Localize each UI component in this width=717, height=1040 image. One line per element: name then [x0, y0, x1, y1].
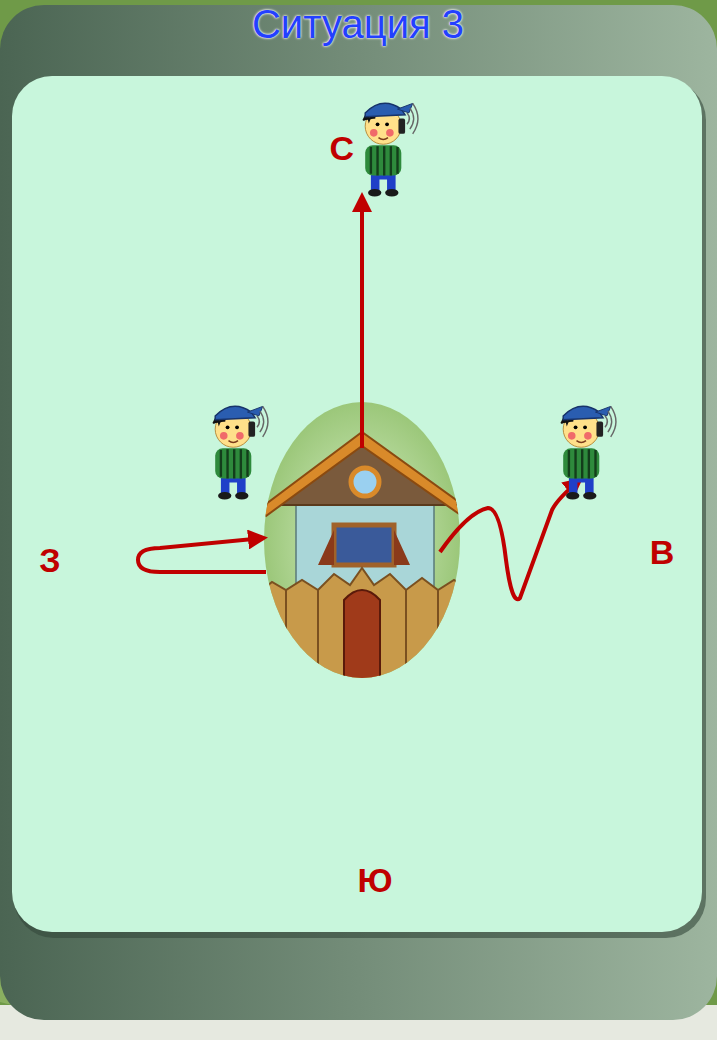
round-window	[351, 468, 379, 496]
fence-boards	[286, 590, 438, 690]
compass-letter: З	[39, 543, 60, 577]
compass-letter: С	[329, 131, 354, 165]
slide-title: Ситуация 3	[252, 4, 464, 44]
fence	[262, 568, 470, 690]
boy-east	[561, 406, 616, 499]
slide-panel	[0, 5, 717, 1020]
boy-west	[213, 406, 268, 499]
shutters	[318, 530, 410, 565]
window	[334, 525, 394, 565]
arrow-north	[360, 196, 364, 448]
house	[258, 432, 470, 690]
map-field	[12, 76, 702, 932]
compass-letter: Ю	[357, 863, 392, 897]
boy-north	[363, 103, 418, 196]
compass-letter: В	[650, 535, 675, 569]
gate	[344, 590, 380, 690]
arrow-east-zigzag	[440, 480, 580, 599]
arrow-west-loop	[138, 538, 266, 572]
